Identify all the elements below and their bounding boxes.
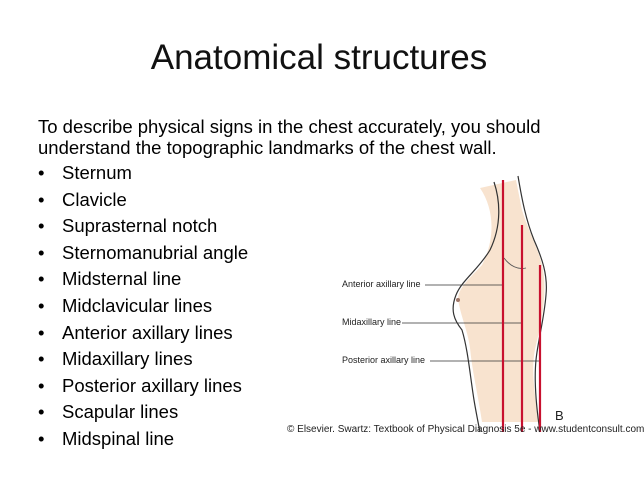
- list-item: •Sternum: [38, 160, 248, 187]
- back-outline: [534, 294, 547, 433]
- bullet-icon: •: [38, 188, 45, 210]
- list-item: •Midspinal line: [38, 426, 248, 453]
- bullet-icon: •: [38, 348, 45, 370]
- bullet-icon: •: [38, 294, 45, 316]
- nipple-mark: [456, 298, 460, 302]
- landmark-list: •Sternum •Clavicle •Suprasternal notch •…: [38, 160, 248, 453]
- list-item: •Posterior axillary lines: [38, 373, 248, 400]
- list-item: •Midsternal line: [38, 266, 248, 293]
- list-item: •Suprasternal notch: [38, 213, 248, 240]
- torso-drawing: [402, 175, 547, 433]
- bullet-icon: •: [38, 241, 45, 263]
- intro-text: To describe physical signs in the chest …: [38, 116, 541, 158]
- arm-outline: [517, 175, 547, 296]
- list-item: •Clavicle: [38, 187, 248, 214]
- list-item: •Midaxillary lines: [38, 346, 248, 373]
- label-posterior-axillary: Posterior axillary line: [342, 355, 426, 365]
- bullet-icon: •: [38, 374, 45, 396]
- torso-skin: [458, 180, 545, 422]
- bullet-icon: •: [38, 321, 45, 343]
- slide-title: Anatomical structures: [150, 38, 488, 77]
- label-midaxillary: Midaxillary line: [342, 317, 402, 327]
- axilla-crease: [503, 257, 527, 269]
- bullet-icon: •: [38, 215, 45, 237]
- bullet-icon: •: [38, 401, 45, 423]
- bullet-icon: •: [38, 427, 45, 449]
- list-item: •Scapular lines: [38, 399, 248, 426]
- list-item: •Midclavicular lines: [38, 293, 248, 320]
- label-anterior-axillary: Anterior axillary line: [342, 279, 421, 289]
- panel-letter: B: [555, 408, 564, 423]
- torso-front-outline: [452, 181, 500, 433]
- list-item: •Anterior axillary lines: [38, 320, 248, 347]
- bullet-icon: •: [38, 268, 45, 290]
- bullet-icon: •: [38, 162, 45, 183]
- list-item: •Sternomanubrial angle: [38, 240, 248, 267]
- chest-wall-illustration: Anterior axillary line Midaxillary line …: [290, 170, 630, 440]
- figure-credit: © Elsevier. Swartz: Textbook of Physical…: [287, 424, 644, 435]
